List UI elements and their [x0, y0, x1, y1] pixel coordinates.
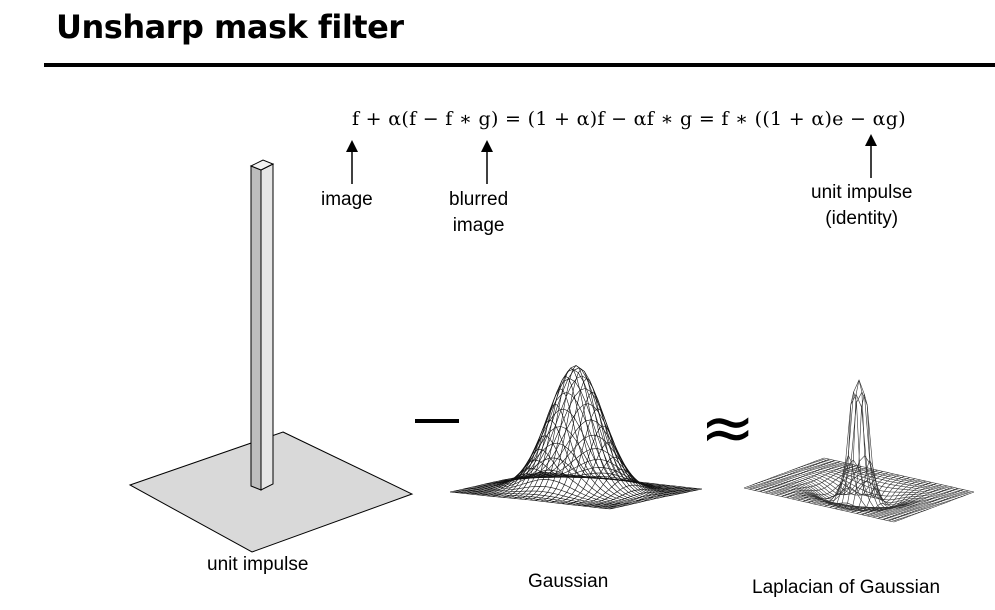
- minus-sign: [415, 419, 459, 423]
- identity-label-line1: unit impulse: [811, 182, 913, 203]
- blurred-image-label: blurred image: [449, 187, 508, 239]
- title-underline: [44, 63, 995, 67]
- blurred-label-line2: image: [452, 215, 505, 236]
- unit-impulse-figure: [128, 159, 414, 553]
- image-label: image: [321, 189, 373, 210]
- laplacian-of-gaussian-figure: [743, 379, 975, 523]
- gaussian-caption: Gaussian: [528, 571, 609, 592]
- identity-label-line2: (identity): [825, 208, 899, 229]
- unit-impulse-identity-label: unit impulse (identity): [811, 180, 912, 232]
- log-caption: Laplacian of Gaussian: [752, 577, 941, 598]
- unit-impulse-caption: unit impulse: [207, 554, 309, 575]
- slide-title: Unsharp mask filter: [56, 8, 404, 46]
- approx-sign: ≈: [700, 389, 756, 466]
- gaussian-surface-figure: [449, 365, 703, 510]
- unsharp-equation: f + α(f − f ∗ g) = (1 + α)f − αf ∗ g = f…: [352, 108, 906, 130]
- identity-arrow: [865, 134, 877, 178]
- blurred-label-line1: blurred: [449, 189, 509, 210]
- image-arrow: [346, 140, 358, 184]
- blurred-arrow: [481, 140, 493, 184]
